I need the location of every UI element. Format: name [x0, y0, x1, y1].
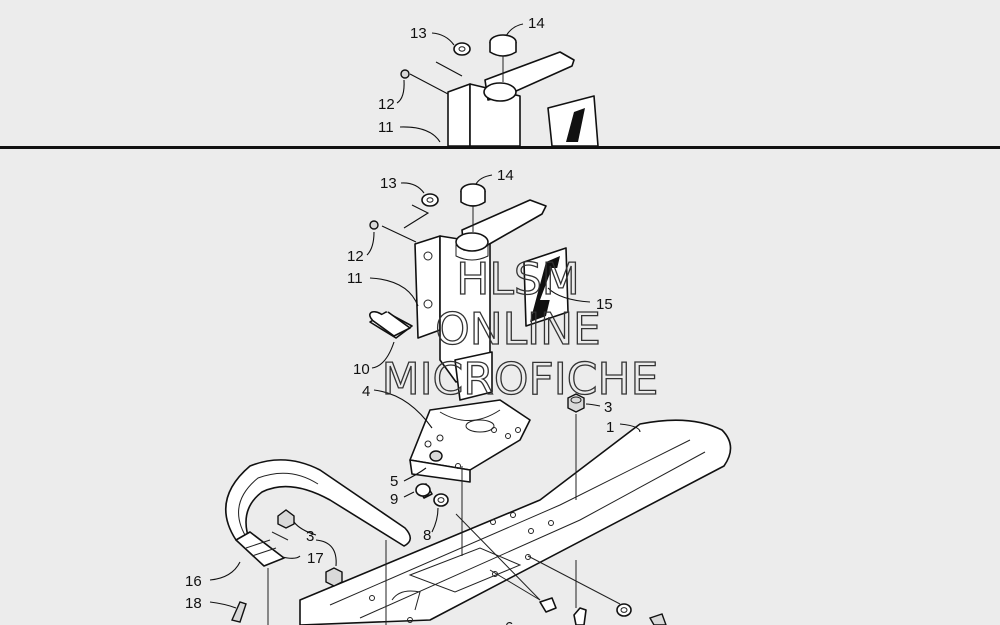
- callout-17: 17: [307, 550, 324, 567]
- callout-13: 13: [380, 175, 397, 192]
- callout-11-top: 11: [378, 119, 394, 136]
- ski-part: [299, 419, 732, 625]
- callout-5: 5: [390, 473, 398, 490]
- lower-hardware: [231, 509, 667, 625]
- callout-15: 15: [596, 296, 613, 313]
- top-strip-view: 13 14 12 11: [378, 15, 599, 147]
- callout-8: 8: [423, 527, 431, 544]
- callout-12: 12: [347, 248, 364, 265]
- watermark-line-2: ONLINE: [435, 304, 601, 355]
- callout-4: 4: [362, 383, 370, 400]
- leader-lines: [209, 174, 641, 625]
- callout-1: 1: [606, 419, 614, 436]
- callout-6: 6: [505, 619, 513, 625]
- decal-part: [523, 247, 569, 327]
- watermark: HLSM ONLINE MICROFICHE: [381, 253, 659, 405]
- nut-part: [369, 220, 379, 230]
- watermark-line-1: HLSM: [456, 254, 580, 305]
- callout-3-lower: 3: [306, 528, 314, 545]
- cap-part: [460, 183, 486, 232]
- callout-12-top: 12: [378, 96, 395, 113]
- callout-13-top: 13: [410, 25, 427, 42]
- hardware-stack: [415, 450, 449, 507]
- callout-18: 18: [185, 595, 202, 612]
- callout-10: 10: [353, 361, 370, 378]
- callout-14-top: 14: [528, 15, 545, 32]
- main-exploded-view: 13 14 12 11 15 10 4 3 1 5 9 8 3 17 16 18…: [185, 167, 732, 625]
- main-callout-labels: 13 14 12 11 15 10 4 3 1 5 9 8 3 17 16 18…: [185, 167, 614, 625]
- lock-nut-top: [567, 393, 585, 500]
- callout-14: 14: [497, 167, 514, 184]
- washer-part: [421, 193, 439, 207]
- callout-9: 9: [390, 491, 398, 508]
- top-strip-callout-labels: 13 14 12 11: [378, 15, 545, 136]
- callout-11: 11: [347, 270, 363, 287]
- ski-loop-handle: [224, 459, 412, 567]
- bushing-part: [369, 310, 413, 339]
- callout-16: 16: [185, 573, 202, 590]
- callout-3-nut: 3: [604, 399, 612, 416]
- watermark-line-3: MICROFICHE: [382, 354, 659, 405]
- spindle-bracket: [414, 199, 547, 401]
- saddle-part: [409, 399, 531, 483]
